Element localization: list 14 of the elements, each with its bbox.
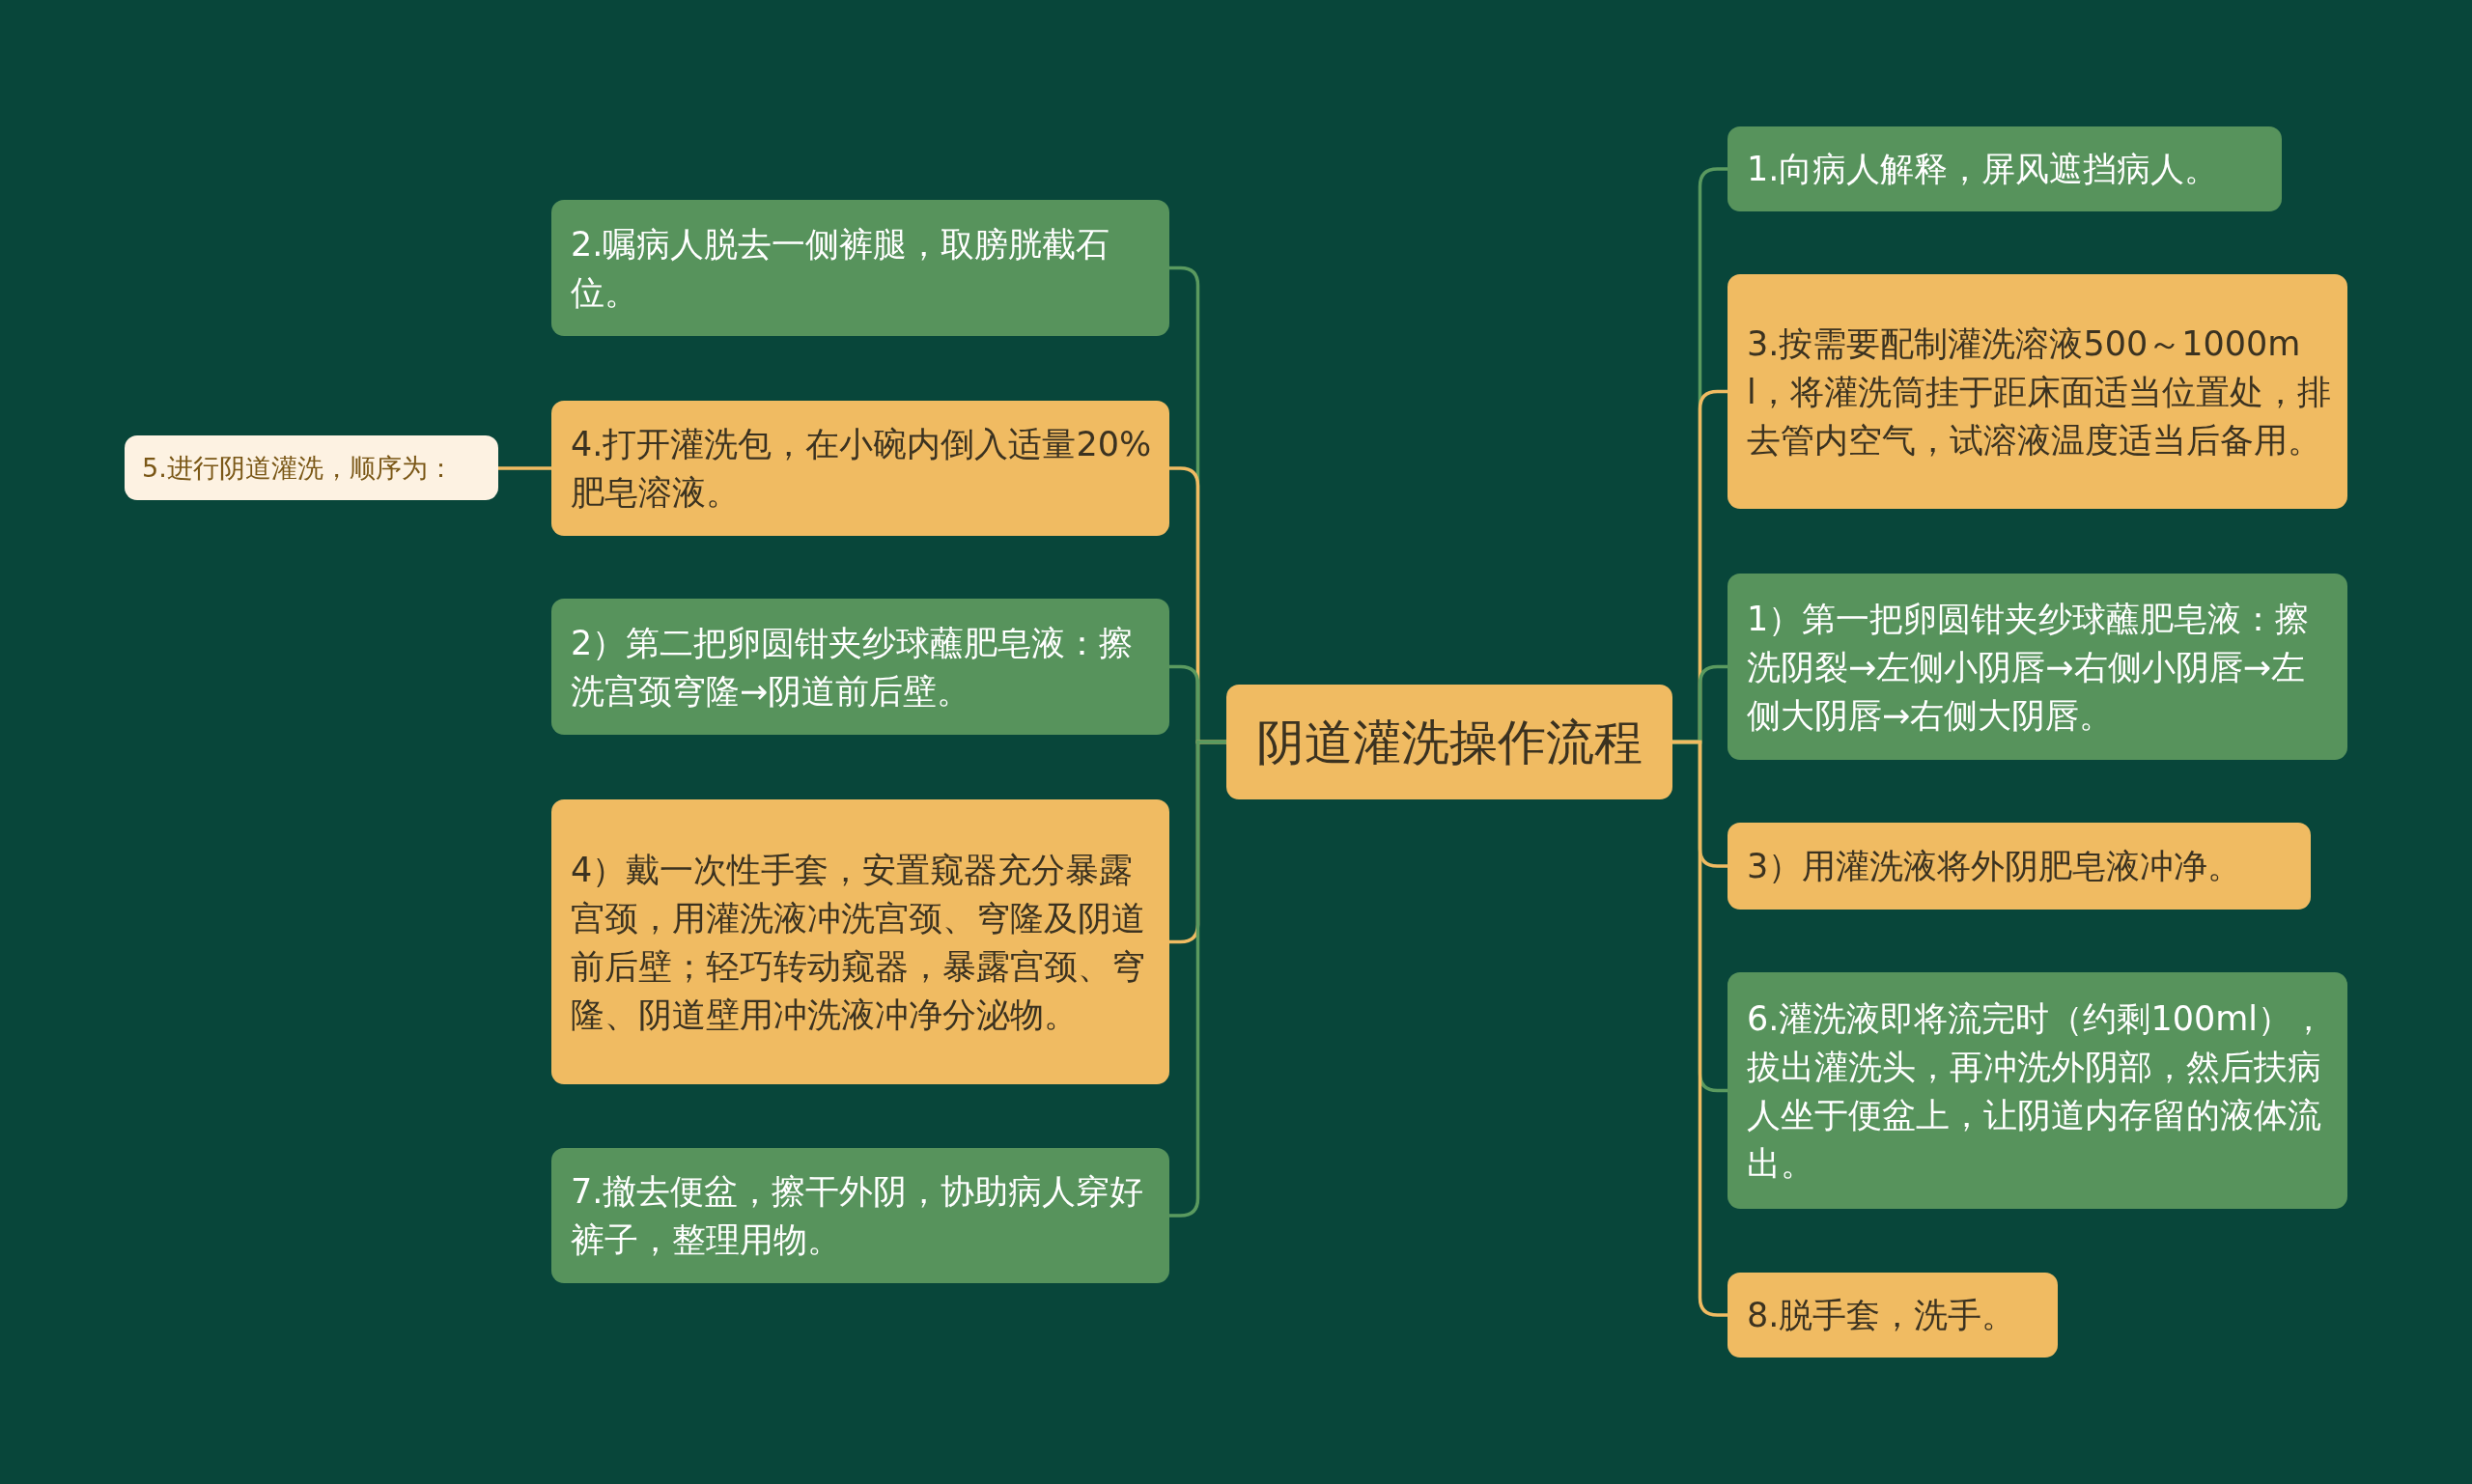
topic-box: 2.嘱病人脱去一侧裤腿，取膀胱截石位。 bbox=[551, 200, 1169, 336]
central-topic-box: 阴道灌洗操作流程 bbox=[1226, 685, 1672, 799]
topic-box: 5.进行阴道灌洗，顺序为： bbox=[125, 435, 498, 500]
topic-box: 8.脱手套，洗手。 bbox=[1728, 1273, 2058, 1358]
topic-box: 2）第二把卵圆钳夹纱球蘸肥皂液：擦洗宫颈穹隆→阴道前后壁。 bbox=[551, 599, 1169, 735]
topic-box: 7.撤去便盆，擦干外阴，协助病人穿好裤子，整理用物。 bbox=[551, 1148, 1169, 1283]
topic-box: 1.向病人解释，屏风遮挡病人。 bbox=[1728, 126, 2282, 211]
topic-box: 1）第一把卵圆钳夹纱球蘸肥皂液：擦洗阴裂→左侧小阴唇→右侧小阴唇→左侧大阴唇→右侧大阴唇。 bbox=[1728, 574, 2347, 760]
connector-line bbox=[498, 466, 551, 470]
topic-box: 4）戴一次性手套，安置窥器充分暴露宫颈，用灌洗液冲洗宫颈、穹隆及阴道前后壁；轻巧转动窥器，暴露宫颈、穹隆、阴道壁用冲洗液冲净分泌物。 bbox=[551, 799, 1169, 1084]
topic-box: 4.打开灌洗包，在小碗内倒入适量20%肥皂溶液。 bbox=[551, 401, 1169, 536]
topic-box: 3）用灌洗液将外阴肥皂液冲净。 bbox=[1728, 823, 2311, 910]
topic-box: 3.按需要配制灌洗溶液500～1000ml，将灌洗筒挂于距床面适当位置处，排去管内空气，试溶液温度适当后备用。 bbox=[1728, 274, 2347, 509]
topic-box: 6.灌洗液即将流完时（约剩100ml），拔出灌洗头，再冲洗外阴部，然后扶病人坐于便盆上，让阴道内存留的液体流出。 bbox=[1728, 972, 2347, 1209]
